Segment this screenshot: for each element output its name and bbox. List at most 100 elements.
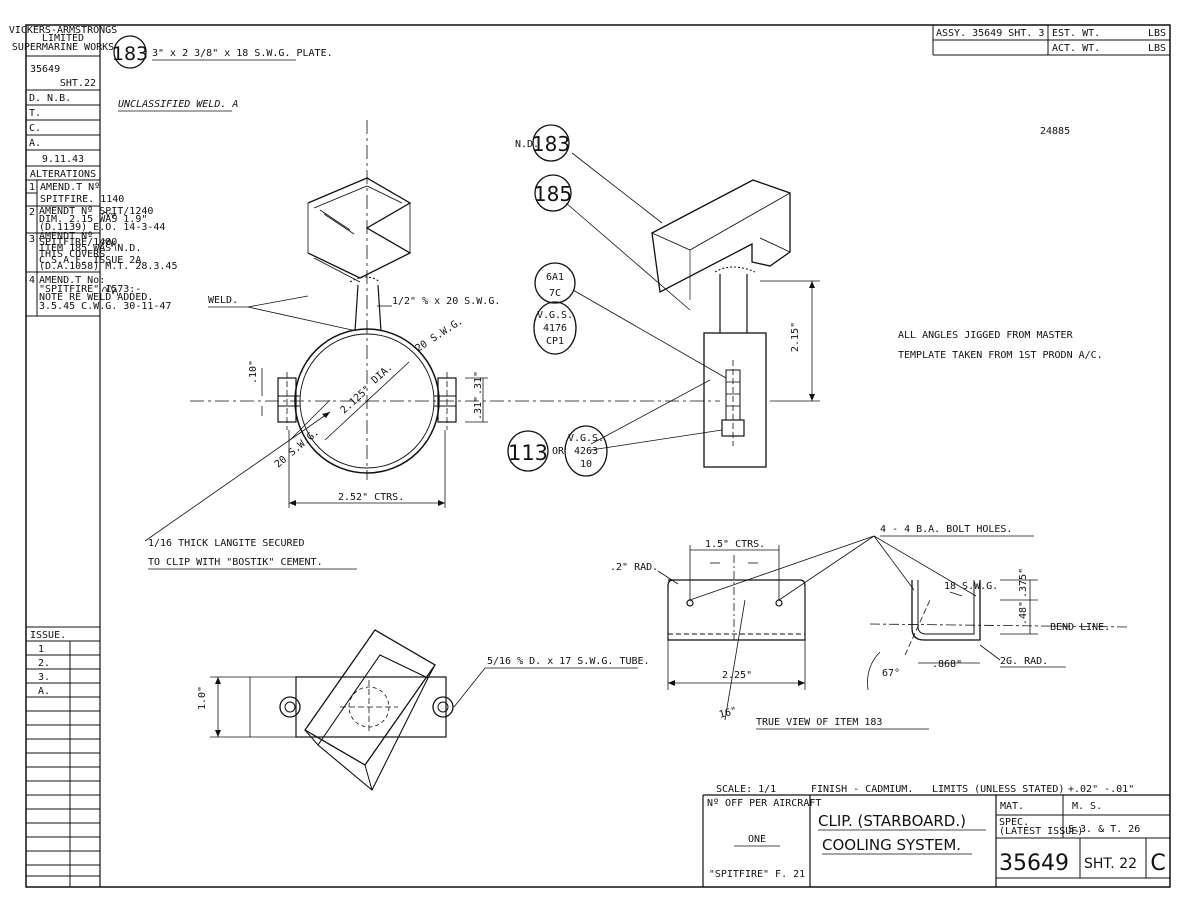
alteration-2-line-1: AMENDT Nº SPIT/1240: [39, 206, 153, 217]
issue-1: 1: [38, 644, 44, 655]
bolt-holes-label: 4 - 4 B.A. BOLT HOLES.: [880, 524, 1012, 535]
dim-31a-label: .31": [473, 371, 484, 395]
bend-line-label: BEND LINE.: [1050, 622, 1110, 633]
side-view: [565, 152, 820, 468]
front-view: [144, 120, 720, 542]
quantity-value: ONE: [748, 834, 766, 845]
item-183-side-balloon: [532, 124, 570, 162]
alterations-title: ALTERATIONS: [30, 169, 96, 180]
material-label: MAT.: [1000, 801, 1024, 812]
dim-10b-label: 1.0": [197, 686, 208, 710]
dim-868-label: .868": [932, 659, 962, 670]
ctrs15-label: 1.5" CTRS.: [705, 539, 765, 550]
dia-label: DIA.: [370, 362, 395, 386]
spec-vgs-4176-line-2: 4176: [543, 323, 567, 334]
alteration-3-line-2: SPITFIRE/1480: [39, 237, 117, 248]
centres-label: 2.52" CTRS.: [338, 492, 404, 503]
title-block: [702, 794, 1170, 887]
spec-vgs-4263-line-2: 4263: [574, 446, 598, 457]
company-line-2: LIMITED: [42, 33, 84, 44]
alteration-4-line-4: 3.5.45 C.W.G. 30-11-47: [39, 301, 171, 312]
angles-note-1: ALL ANGLES JIGGED FROM MASTER: [898, 330, 1074, 341]
spec-vgs-4263-balloon: [564, 425, 608, 477]
revision-letter: C: [1150, 851, 1165, 876]
dim-10-label: .10": [248, 360, 259, 384]
spec-vgs-4263-line-1: V.G.S.: [568, 433, 604, 444]
scale-label: SCALE: 1/1: [716, 784, 776, 795]
off-per-aircraft-label: Nº OFF PER AIRCRAFT: [707, 798, 821, 809]
finish-label: FINISH - CADMIUM.: [811, 784, 913, 795]
angles-note-2: TEMPLATE TAKEN FROM 1ST PRODN A/C.: [898, 350, 1103, 361]
title-sheet-number: SHT. 22: [1084, 856, 1137, 872]
spec-6a1-line-2: 7C: [549, 288, 561, 299]
spec-vgs-4176-line-1: V.G.S.: [537, 310, 573, 321]
weld-note: UNCLASSIFIED WELD. A: [118, 99, 238, 110]
alteration-4-num: 4: [29, 275, 35, 286]
drawing-frame: [25, 24, 1171, 888]
drawing-title-line-2: COOLING SYSTEM.: [822, 836, 961, 854]
alteration-2-num: 2: [29, 207, 35, 218]
weight-header: ASSY. 35649 SHT. 3 EST. WT. LBS ACT. WT.…: [932, 25, 1170, 56]
sidebar-row-a: A.: [29, 138, 41, 149]
alteration-3-line-4: THIS COVERS: [39, 249, 105, 260]
alteration-4-line-3: NOTE RE WELD ADDED.: [39, 292, 153, 303]
issue-2: 2.: [38, 658, 50, 669]
alteration-2-line-2: DIM. 2.15 WAS 1.9": [39, 214, 147, 225]
true-view: [657, 535, 1131, 721]
spec-value: S.3. & T. 26: [1068, 824, 1140, 835]
dim-375-label: .375": [1018, 568, 1029, 598]
issue-label: ISSUE.: [30, 630, 66, 641]
swg-top-label: 20 S.W.G.: [414, 316, 465, 355]
tube-spec-label: 1/2" % x 20 S.W.G.: [392, 296, 500, 307]
signature-mark-3: [101, 285, 119, 297]
alteration-1-line-1: AMEND.T Nº: [40, 182, 100, 193]
item-183-side-number: 183: [532, 132, 570, 156]
rad2-label: .2" RAD.: [610, 562, 658, 573]
signature-mark-1: [101, 212, 118, 220]
tolerance-label: +.02" -.01": [1068, 784, 1134, 795]
alteration-2-line-3: (D.1139) E.O. 14-3-44: [39, 222, 165, 233]
sidebar-row-dnb: D. N.B.: [29, 93, 71, 104]
tube2-label: 5/16 % D. x 17 S.W.G. TUBE.: [487, 656, 650, 667]
issue-3: 3.: [38, 672, 50, 683]
revision-sidebar: VICKERS-ARMSTRONGS LIMITED SUPERMARINE W…: [9, 25, 177, 887]
item-113-number: 113: [508, 441, 548, 465]
item-183-number: 183: [112, 43, 148, 65]
alteration-1-num: 1: [29, 182, 35, 193]
spec-vgs-4263-line-3: 10: [580, 459, 592, 470]
nd-label: N.D.: [515, 139, 539, 150]
alteration-4-line-1: AMEND.T No:: [39, 275, 105, 286]
est-wt-unit: LBS: [1148, 28, 1166, 39]
drawing-title-line-1: CLIP. (STARBOARD.): [818, 812, 966, 830]
aircraft-label: "SPITFIRE" F. 21: [709, 869, 805, 880]
limits-label: LIMITS (UNLESS STATED): [932, 784, 1064, 795]
assy-reference: ASSY. 35649 SHT. 3: [936, 28, 1044, 39]
alteration-1-line-2: SPITFIRE. 1140: [40, 194, 124, 205]
sidebar-row-c: C.: [29, 123, 41, 134]
sidebar-row-t: T.: [29, 108, 41, 119]
dim-215-label: 2.15": [790, 322, 801, 352]
sidebar-date: 9.11.43: [42, 154, 84, 165]
act-wt-label: ACT. WT.: [1052, 43, 1100, 54]
langite-note-2: TO CLIP WITH "BOSTIK" CEMENT.: [148, 557, 323, 568]
alteration-3-line-3: ITEM 185 WAS N.D.: [39, 243, 141, 254]
alteration-4-line-2: "SPITFIRE" 1573:-: [39, 284, 141, 295]
company-line-3: SUPERMARINE WORKS: [12, 42, 114, 53]
spec-vgs-4176-line-3: CP1: [546, 336, 564, 347]
or-label: OR: [552, 446, 565, 457]
title-drawing-number: 35649: [999, 851, 1069, 876]
part-description: 3" x 2 3/8" x 18 S.W.G. PLATE.: [152, 48, 333, 59]
spec-vgs-4176-balloon: [533, 301, 577, 355]
item-113-balloon: [507, 430, 549, 472]
alteration-3-line-1: AMENDT Nº: [39, 231, 93, 242]
act-wt-unit: LBS: [1148, 43, 1166, 54]
dim-48-label: .48": [1018, 601, 1029, 625]
true-view-label: TRUE VIEW OF ITEM 183: [756, 717, 882, 728]
spec-label-1: SPEC.: [999, 817, 1029, 828]
sidebar-drawing-no: 35649: [30, 64, 60, 75]
angle-67-label: 67°: [882, 668, 900, 679]
weld-label: WELD.: [208, 295, 238, 306]
est-wt-label: EST. WT.: [1052, 28, 1100, 39]
company-line-1: VICKERS-ARMSTRONGS: [9, 25, 117, 36]
swg-left-label: 20 S.W.G.: [273, 427, 322, 470]
